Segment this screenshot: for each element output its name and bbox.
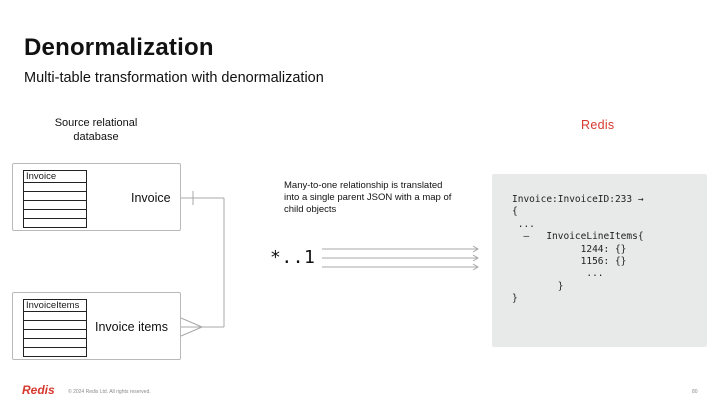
transform-arrows <box>322 245 479 271</box>
crows-foot-lower <box>180 326 203 337</box>
crows-foot-upper <box>180 317 203 328</box>
slide-subtitle: Multi-table transformation with denormal… <box>24 70 324 86</box>
source-label: Source relational database <box>54 117 138 143</box>
slide-title: Denormalization <box>24 34 214 61</box>
code-line: { <box>512 206 518 218</box>
table-row <box>24 339 86 348</box>
code-line: 1244: {} <box>512 243 627 255</box>
invoice-table-header: Invoice <box>24 171 86 183</box>
code-line: ... <box>512 268 604 280</box>
target-label: Redis <box>581 118 615 132</box>
code-line: – InvoiceLineItems{ <box>512 231 644 243</box>
cardinality-label: *..1 <box>270 247 316 268</box>
invoice-table-icon: Invoice <box>23 170 87 228</box>
redis-json-panel: Invoice:InvoiceID:233 → { ... – InvoiceL… <box>492 174 707 347</box>
code-line: } <box>512 293 518 305</box>
table-row <box>24 321 86 330</box>
invoice-items-table-icon: InvoiceItems <box>23 299 87 357</box>
footer-copyright: © 2024 Redis Ltd. All rights reserved. <box>68 389 151 395</box>
invoice-table-box: Invoice Invoice <box>12 163 181 231</box>
table-row <box>24 183 86 192</box>
table-row <box>24 201 86 210</box>
table-row <box>24 330 86 339</box>
code-line: Invoice:InvoiceID:233 → <box>512 194 644 205</box>
invoice-items-label: Invoice items <box>95 320 168 334</box>
code-line: ... <box>512 218 535 230</box>
table-row <box>24 192 86 201</box>
invoice-label: Invoice <box>131 191 171 205</box>
code-line: } <box>512 280 564 292</box>
relationship-description: Many-to-one relationship is translated i… <box>284 180 452 215</box>
redis-logo: Redis <box>22 383 55 397</box>
code-line: 1156: {} <box>512 256 627 268</box>
table-row <box>24 312 86 321</box>
page-number: 80 <box>692 389 698 395</box>
invoice-items-table-header: InvoiceItems <box>24 300 86 312</box>
invoice-items-table-box: InvoiceItems Invoice items <box>12 292 181 360</box>
table-row <box>24 210 86 219</box>
